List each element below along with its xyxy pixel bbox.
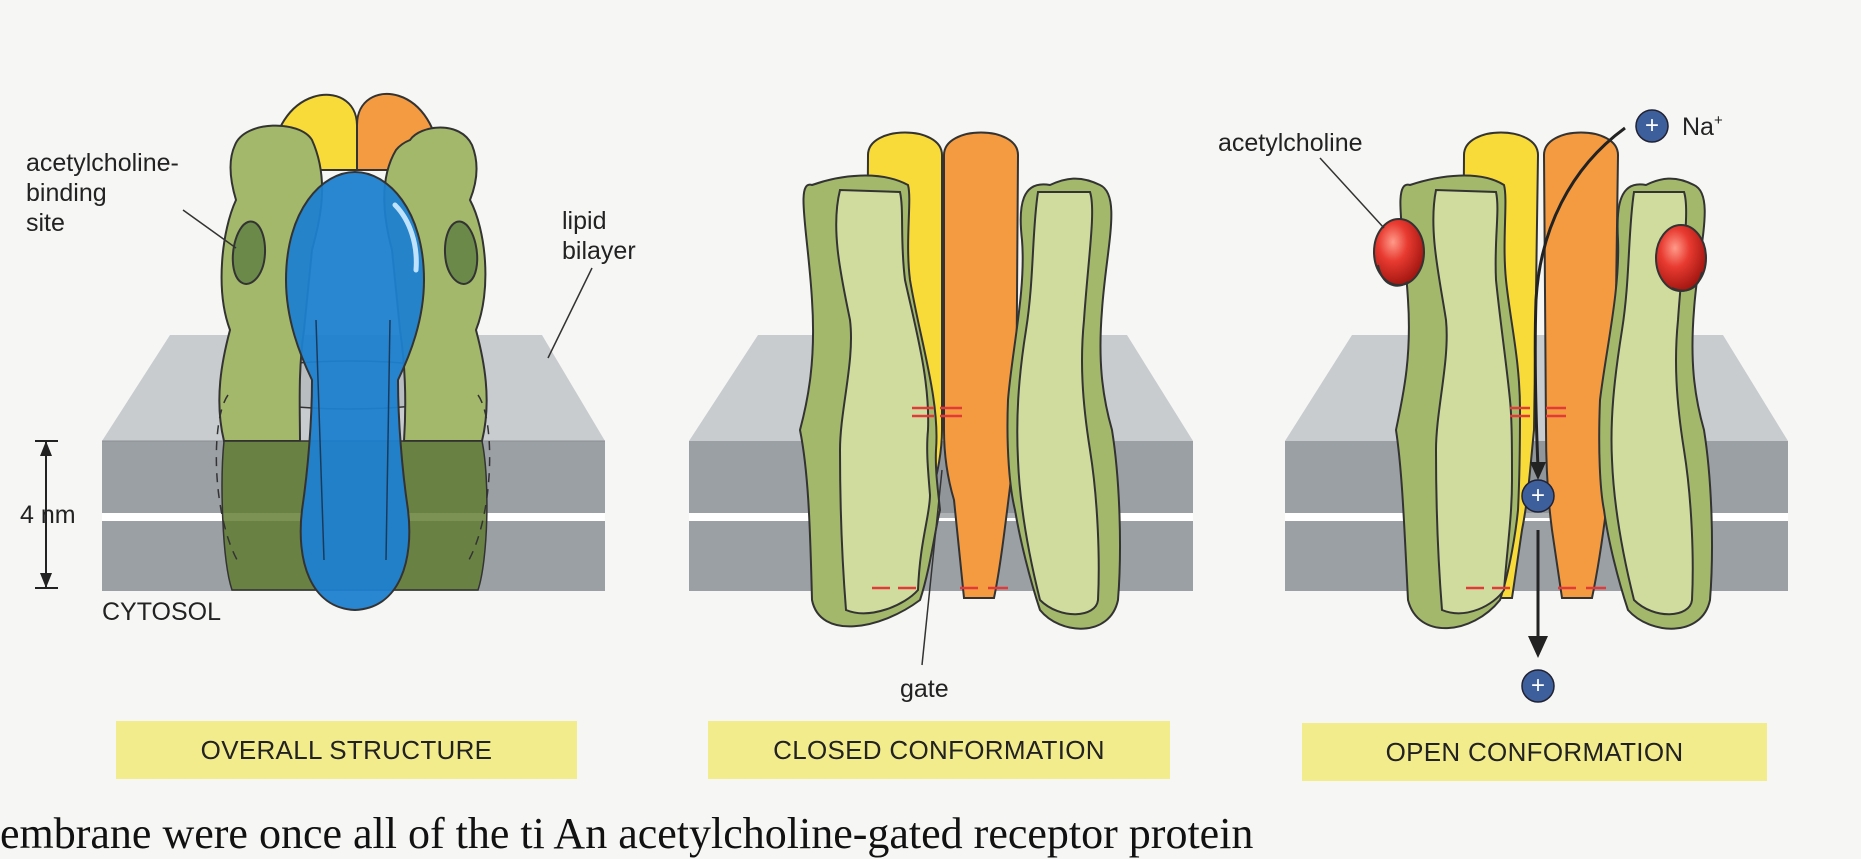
caption-closed-conformation: CLOSED CONFORMATION [708,721,1170,779]
binding-site-label-line3: site [26,209,65,237]
overall-structure-panel [35,92,605,612]
acetylcholine-molecule-right [1655,224,1707,292]
acetylcholine-molecule-left [1373,218,1425,287]
thickness-scale [35,440,58,589]
binding-site-label-line1: acetylcholine- [26,149,179,177]
lipid-label-line1: lipid [562,207,607,235]
thickness-label: 4 nm [20,501,76,529]
gate-leader [921,469,943,666]
closed-conformation-panel [689,131,1193,666]
acetylcholine-label: acetylcholine [1218,129,1363,157]
sodium-ion-channel [1521,479,1555,513]
sodium-ion-bottom [1521,669,1555,703]
binding-site-label-line2: binding [26,179,107,207]
open-conformation-panel [1285,109,1788,703]
acetylcholine-leader [1319,157,1385,229]
sodium-ion-top [1635,109,1669,143]
caption-overall-structure: OVERALL STRUCTURE [116,721,577,779]
caption-open-conformation: OPEN CONFORMATION [1302,723,1767,781]
negative-charge-marks-closed [872,406,1008,590]
orange-subunit-closed [943,131,1020,599]
green-subunit-right [383,126,488,442]
negative-charge-marks-open [1466,406,1606,590]
sodium-label: Na+ [1682,112,1723,141]
ion-plus-bottom: + [1530,672,1545,699]
binding-site-left [231,220,266,285]
binding-site-leader [182,209,237,249]
ion-plus-top: + [1644,112,1659,139]
gate-label: gate [900,675,949,703]
bottom-body-text: embrane were once all of the ti An acety… [0,809,1254,858]
cytosol-label: CYTOSOL [102,598,222,626]
ion-plus-channel: + [1530,482,1545,509]
blue-subunit [284,170,426,612]
ion-path-arrow [1533,126,1626,469]
lipid-bilayer-leader [547,267,593,359]
binding-site-right [444,220,479,285]
lipid-label-line2: bilayer [562,237,636,265]
